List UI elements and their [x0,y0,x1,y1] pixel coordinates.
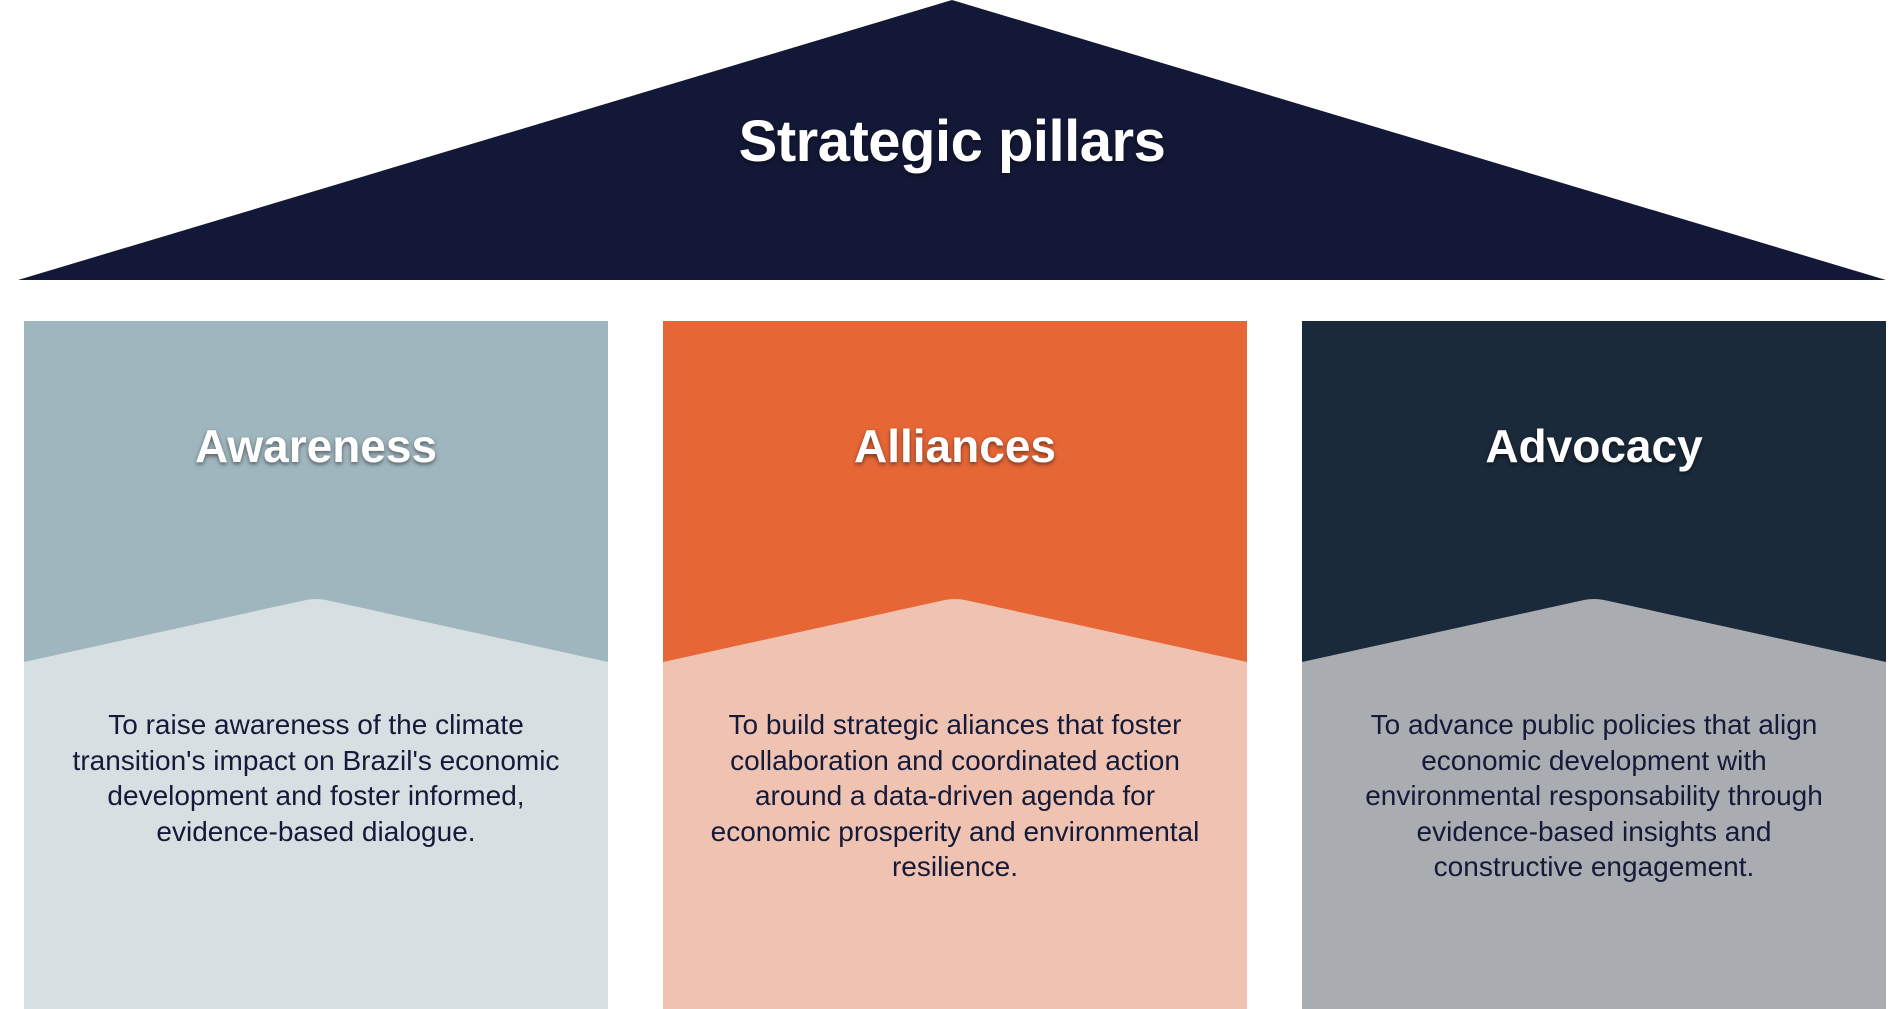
pillar-alliances-bottom-panel [663,599,1247,1009]
pillar-awareness-title: Awareness [194,420,438,472]
pillar-advocacy-bottom-panel [1302,599,1886,1009]
pillar-awareness: Awareness To raise awareness of the clim… [24,321,608,1009]
pillar-alliances: Alliances To build strategic aliances th… [663,321,1247,1009]
pillar-alliances-title: Alliances [854,420,1056,472]
pillar-advocacy-title: Advocacy [1485,420,1703,472]
pillar-alliances-description: To build strategic aliances that foster … [710,709,1200,882]
pillar-awareness-description: To raise awareness of the climate transi… [72,709,560,847]
diagram-title: Strategic pillars [738,109,1166,174]
pillar-advocacy-description: To advance public policies that align ec… [1365,709,1823,882]
pillar-advocacy: Advocacy To advance public policies that… [1302,321,1886,1009]
pillar-awareness-bottom-panel [24,599,608,1009]
roof-triangle [18,0,1886,280]
